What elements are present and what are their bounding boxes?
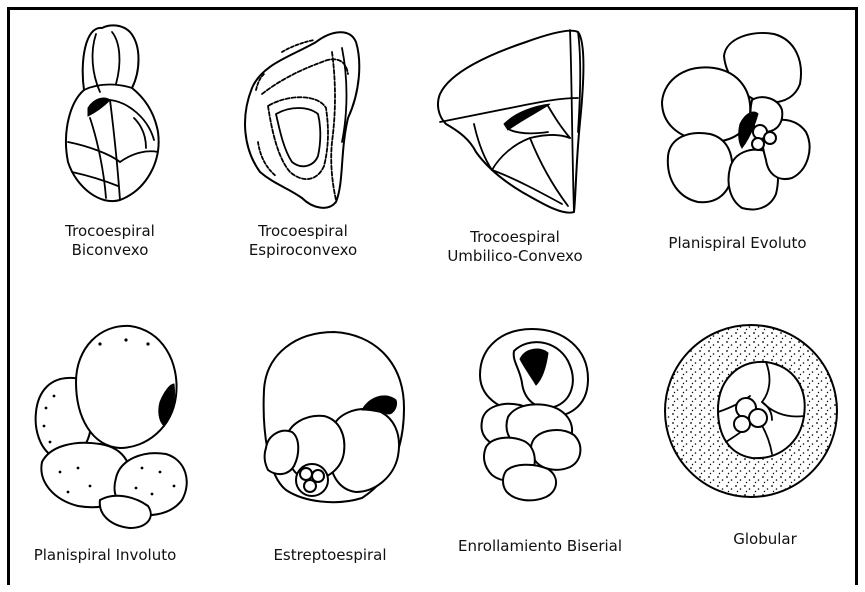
label-line1: Globular bbox=[680, 530, 850, 549]
label-line1: Planispiral Evoluto bbox=[650, 234, 825, 253]
label-trocoespiral-umbilico-convexo: Trocoespiral Umbilico-Convexo bbox=[430, 228, 600, 266]
label-line1: Planispiral Involuto bbox=[20, 546, 190, 565]
label-globular: Globular bbox=[680, 530, 850, 549]
drawing-globular bbox=[662, 322, 842, 502]
label-line1: Trocoespiral bbox=[25, 222, 195, 241]
drawing-enrollamiento-biserial bbox=[472, 325, 602, 505]
label-line1: Estreptoespiral bbox=[245, 546, 415, 565]
label-trocoespiral-espiroconvexo: Trocoespiral Espiroconvexo bbox=[218, 222, 388, 260]
label-line1: Enrollamiento Biserial bbox=[445, 537, 635, 556]
drawing-estreptoespiral bbox=[256, 330, 416, 510]
drawing-planispiral-evoluto bbox=[652, 28, 817, 218]
label-line2: Umbilico-Convexo bbox=[430, 247, 600, 266]
label-planispiral-evoluto: Planispiral Evoluto bbox=[650, 234, 825, 253]
drawing-trocoespiral-umbilico-convexo bbox=[430, 22, 595, 222]
label-line2: Biconvexo bbox=[25, 241, 195, 260]
drawing-planispiral-involuto bbox=[30, 322, 195, 532]
label-estreptoespiral: Estreptoespiral bbox=[245, 546, 415, 565]
label-trocoespiral-biconvexo: Trocoespiral Biconvexo bbox=[25, 222, 195, 260]
label-line1: Trocoespiral bbox=[218, 222, 388, 241]
drawing-trocoespiral-biconvexo bbox=[50, 22, 170, 212]
label-enrollamiento-biserial: Enrollamiento Biserial bbox=[445, 537, 635, 556]
label-line2: Espiroconvexo bbox=[218, 241, 388, 260]
label-line1: Trocoespiral bbox=[430, 228, 600, 247]
label-planispiral-involuto: Planispiral Involuto bbox=[20, 546, 190, 565]
drawing-trocoespiral-espiroconvexo bbox=[232, 22, 372, 212]
